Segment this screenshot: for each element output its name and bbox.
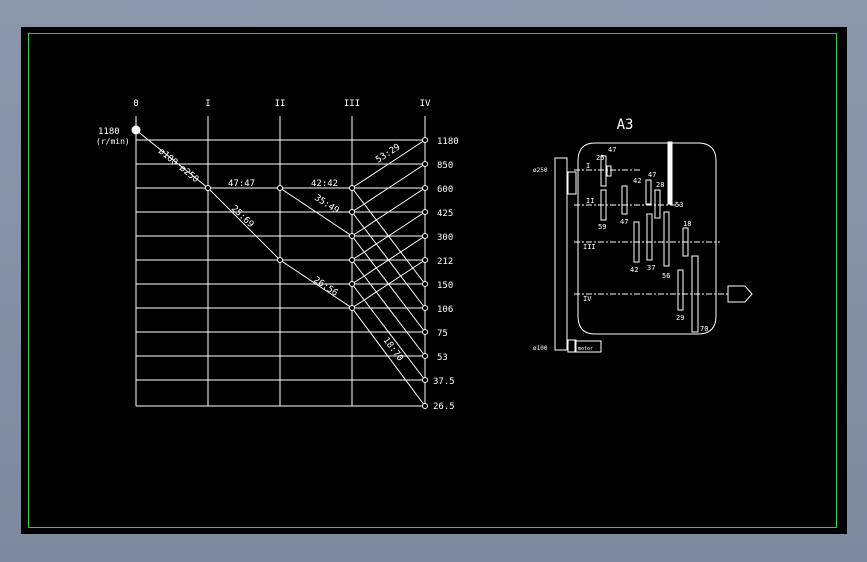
output-speed-212: 212 — [437, 257, 453, 267]
output-speed-600: 600 — [437, 185, 453, 195]
output-speed-75: 75 — [437, 329, 448, 339]
input-speed-label: 1180 — [98, 127, 120, 137]
gear-number-47a: 47 — [608, 146, 616, 154]
shaft-label-i: I — [586, 162, 590, 170]
gear-number-42b: 42 — [630, 266, 638, 274]
pulley-label-250: ø250 — [533, 167, 548, 174]
output-speed-106: 106 — [437, 305, 453, 315]
gear-number-47b: 47 — [648, 171, 656, 179]
gear-number-28: 28 — [656, 181, 664, 189]
shaft-label-iv: IV — [583, 295, 592, 303]
speed-chart-nodes — [205, 137, 428, 409]
chart-shaft-label-0: 0 — [133, 99, 138, 109]
gear-number-37: 37 — [647, 264, 655, 272]
input-speed-unit: (r/min) — [96, 137, 130, 146]
gear-number-25: 25 — [596, 154, 604, 162]
gear-number-59: 59 — [598, 223, 606, 231]
ratio-label-26-56: 26:56 — [311, 275, 339, 298]
gear-number-47c: 47 — [620, 218, 628, 226]
speed-chart-transmission-lines — [135, 129, 426, 407]
drawing-frame — [28, 33, 837, 528]
ratio-label-18-70: 18:70 — [381, 336, 405, 364]
output-speed-53: 53 — [437, 353, 448, 363]
chart-shaft-label-3: III — [344, 99, 360, 109]
gear-number-29: 29 — [676, 314, 684, 322]
gear-number-56: 56 — [662, 272, 670, 280]
ratio-label-42-42: 42:42 — [311, 179, 338, 189]
gear-number-42a: 42 — [633, 177, 641, 185]
ratio-label-pulley: ø100 ø250 — [156, 147, 200, 185]
gearbox-schematic — [554, 141, 753, 353]
output-speed-300: 300 — [437, 233, 453, 243]
speed-chart-grid — [135, 116, 426, 407]
output-speed-1180: 1180 — [437, 137, 459, 147]
ratio-label-53-29: 53:29 — [374, 142, 402, 165]
chart-shaft-label-1: I — [205, 99, 210, 109]
output-speed-37-5: 37.5 — [433, 377, 455, 387]
output-speed-425: 425 — [437, 209, 453, 219]
drawing-sheet — [21, 27, 847, 534]
gear-number-18: 18 — [683, 220, 691, 228]
chart-shaft-label-2: II — [275, 99, 286, 109]
gear-number-53: 53 — [675, 201, 683, 209]
output-speed-26-5: 26.5 — [433, 402, 455, 412]
output-speed-150: 150 — [437, 281, 453, 291]
shaft-label-ii: II — [586, 197, 594, 205]
motor-label: motor — [578, 346, 593, 352]
output-speed-850: 850 — [437, 161, 453, 171]
chart-shaft-label-4: IV — [420, 99, 431, 109]
shaft-label-iii: III — [583, 243, 596, 251]
gearbox-title: A3 — [617, 117, 634, 133]
input-speed-node — [131, 125, 141, 135]
ratio-label-47-47: 47:47 — [228, 179, 255, 189]
ratio-label-25-69: 25:69 — [229, 204, 255, 230]
pulley-label-100: ø100 — [533, 345, 548, 352]
gear-number-70: 70 — [700, 325, 708, 333]
